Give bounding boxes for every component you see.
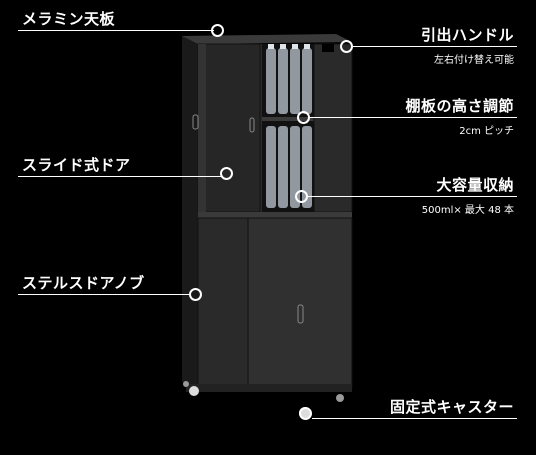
shelf-label: 棚板の高さ調節 bbox=[405, 97, 514, 115]
top-handle-slot bbox=[322, 44, 334, 52]
handle-marker bbox=[340, 40, 353, 53]
upper-sliding-door bbox=[197, 43, 261, 213]
caster-front-left bbox=[189, 386, 199, 396]
bottles-lower bbox=[266, 126, 312, 208]
upper-door-left-panel bbox=[198, 44, 206, 212]
top-board-label: メラミン天板 bbox=[22, 10, 116, 28]
stealth-door-label: ステルスドアノブ bbox=[22, 274, 145, 292]
handle-label: 引出ハンドル bbox=[420, 26, 514, 44]
top-board-marker bbox=[211, 24, 224, 37]
sliding-door-marker bbox=[220, 167, 233, 180]
caster-line bbox=[312, 418, 517, 419]
capacity-label: 大容量収納 bbox=[436, 176, 514, 194]
shelf-marker bbox=[297, 111, 310, 124]
top-board-line bbox=[18, 30, 214, 31]
capacity-marker bbox=[295, 190, 308, 203]
bottle-caps-upper bbox=[268, 44, 310, 49]
upper-right-door bbox=[313, 43, 353, 213]
caster-label: 固定式キャスター bbox=[389, 398, 514, 416]
upper-door-handle-right bbox=[249, 117, 255, 133]
capacity-sublabel: 500ml× 最大 48 本 bbox=[421, 205, 514, 216]
lower-right-door bbox=[247, 217, 353, 389]
top-board bbox=[182, 34, 352, 44]
sliding-door-label: スライド式ドア bbox=[22, 156, 131, 174]
handle-line bbox=[353, 46, 517, 47]
shelf-sublabel: 2cm ピッチ bbox=[459, 126, 514, 137]
bottles-upper bbox=[266, 48, 312, 114]
stealth-door-marker bbox=[189, 288, 202, 301]
stealth-door-line bbox=[18, 294, 190, 295]
caster-marker bbox=[299, 407, 312, 420]
sliding-door-line bbox=[18, 176, 222, 177]
shelf-line bbox=[310, 117, 517, 118]
lower-left-door bbox=[197, 217, 249, 389]
shelf-board bbox=[262, 117, 314, 121]
middle-divider bbox=[198, 212, 352, 218]
cabinet-side-panel bbox=[182, 36, 198, 388]
lower-door-knob bbox=[297, 304, 304, 324]
capacity-line bbox=[308, 196, 517, 197]
caster-back-left bbox=[183, 381, 189, 387]
cabinet-base bbox=[186, 384, 352, 392]
caster-back-right bbox=[336, 394, 344, 402]
handle-sublabel: 左右付け替え可能 bbox=[434, 55, 514, 66]
upper-door-handle-left bbox=[192, 114, 199, 130]
